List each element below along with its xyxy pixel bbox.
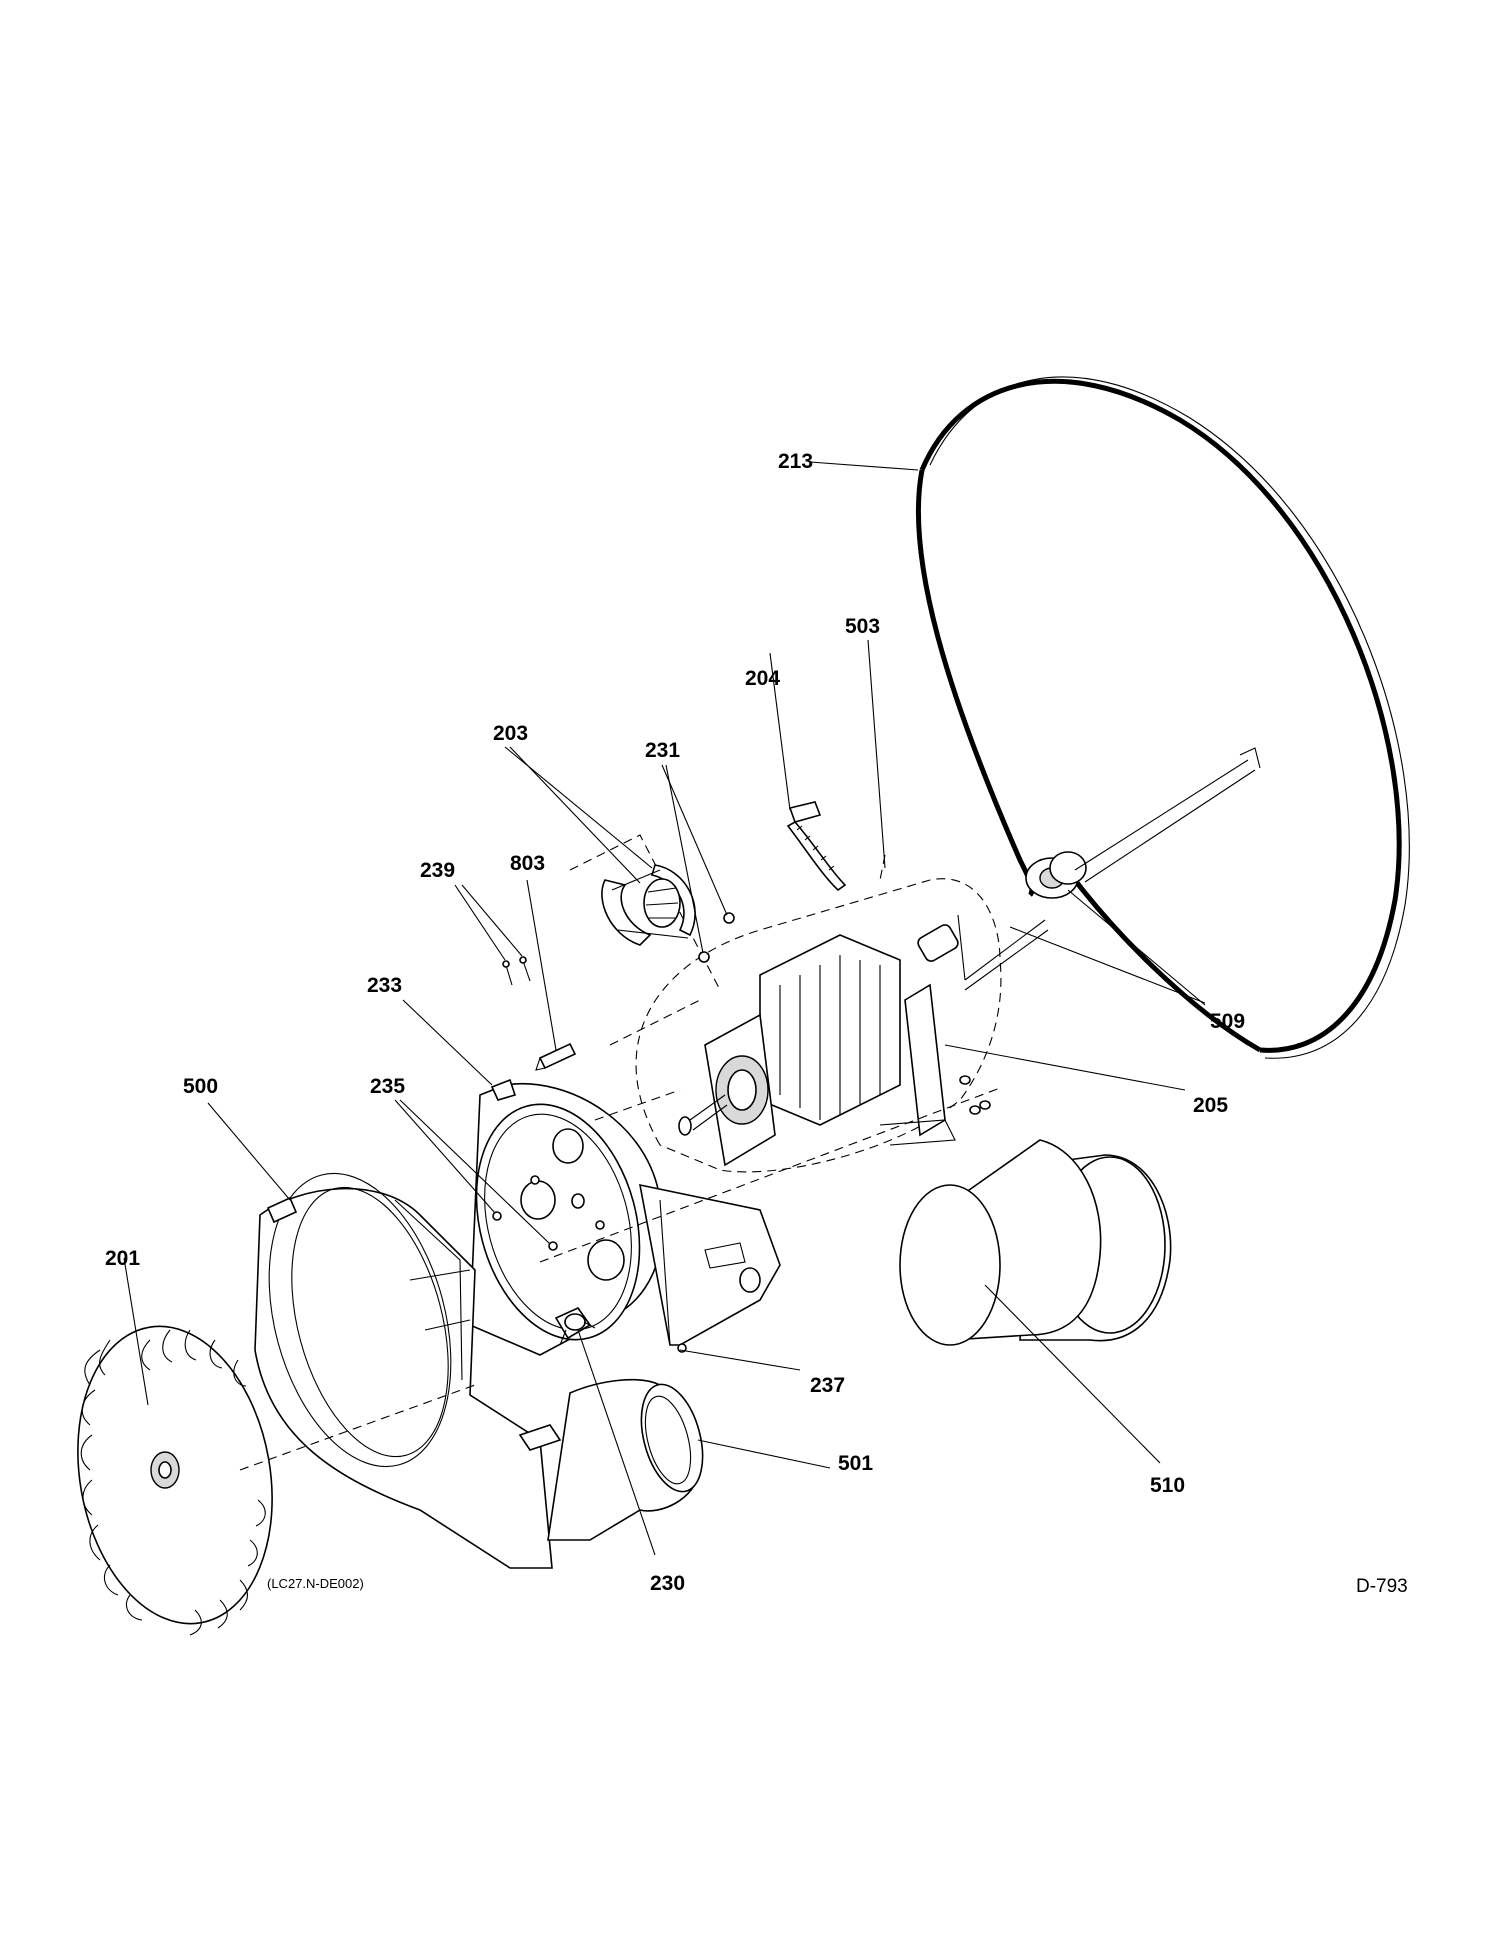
duct-cylinders-part-510 [899,1139,1172,1346]
callout-803: 803 [510,852,545,875]
motor-pulley-part-509 [917,747,1261,991]
thermostat-part-230 [554,1306,596,1346]
callout-233: 233 [367,974,402,997]
callout-500: 500 [183,1075,218,1098]
callout-231: 231 [645,739,680,762]
callout-203: 203 [493,722,528,745]
callout-201: 201 [105,1247,140,1270]
callout-510: 510 [1150,1474,1185,1497]
callout-239: 239 [420,859,455,882]
exhaust-duct-part-501 [547,1378,704,1541]
drive-motor [678,934,901,1167]
screws-part-235 [492,1211,558,1251]
bearing-assembly-part-203 [601,864,696,946]
bracket-part-204 [786,801,847,892]
callout-503: 503 [845,615,880,638]
drive-belt-part-213 [915,376,1410,1059]
callout-501: 501 [838,1452,873,1475]
screws-part-231 [698,912,735,963]
blower-housing-part-233 [469,1078,781,1356]
blower-wheel-housing-part-500 [254,1172,562,1569]
figure-number: D-793 [1356,1576,1408,1597]
blower-wheel-part-201 [77,1325,273,1636]
callout-213: 213 [778,450,813,473]
callout-labels: 213 503 204 203 231 803 239 233 509 500 … [105,450,1245,1595]
assembly-dashed-lines [239,999,1001,1471]
callout-509: 509 [1210,1010,1245,1033]
callout-205: 205 [1193,1094,1228,1117]
drawing-code: (LC27.N-DE002) [267,1576,364,1591]
screws-part-239 [502,956,531,986]
motor-mount-bracket-part-205 [879,983,991,1146]
callout-204: 204 [745,667,780,690]
sensor-clip-part-803 [535,1042,577,1071]
callout-237: 237 [810,1374,845,1397]
leader-lines [123,461,1206,1556]
callout-230: 230 [650,1572,685,1595]
callout-235: 235 [370,1075,405,1098]
